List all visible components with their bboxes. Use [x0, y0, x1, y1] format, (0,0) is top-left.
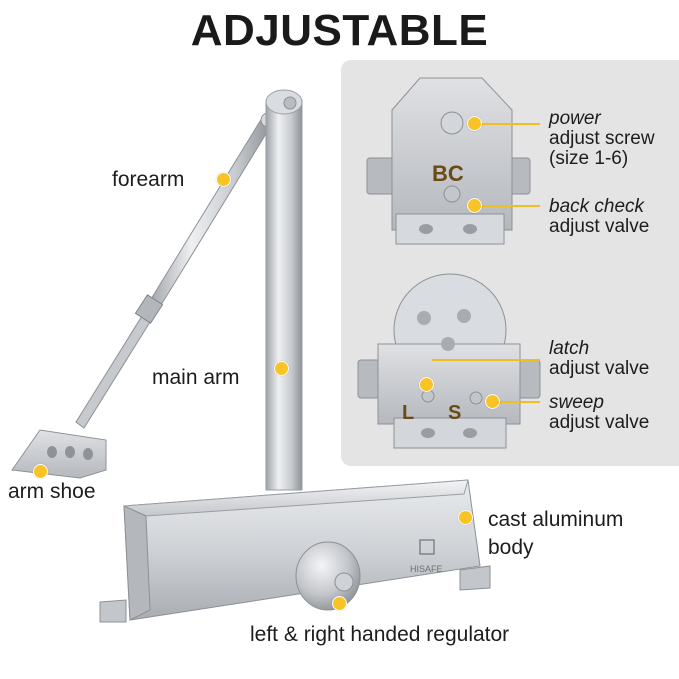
arm-shoe-label: arm shoe [8, 480, 96, 503]
backcheck-label-line2: adjust valve [549, 216, 650, 237]
latch-label-line2: adjust valve [549, 358, 650, 379]
closer-head-bottom: L S [357, 273, 541, 449]
regulator-marker-dot [332, 596, 347, 611]
body-label-line1: cast aluminum [488, 508, 624, 531]
s-valve-mark: S [448, 402, 461, 424]
latch-label-text: latch [549, 338, 590, 359]
power-marker-dot [467, 116, 482, 131]
forearm-label: forearm [112, 168, 185, 191]
brand-mark: HISAFE [410, 564, 443, 574]
regulator-knob [295, 541, 361, 611]
backcheck-marker-dot [467, 198, 482, 213]
latch-marker-dot [419, 377, 434, 392]
power-label-line1: power [549, 108, 601, 129]
arm-shoe-marker-dot [33, 464, 48, 479]
closer-body: HISAFE [99, 479, 491, 623]
power-label-text: power [549, 108, 601, 129]
latch-leader [432, 359, 540, 361]
sweep-label-line2: adjust valve [549, 412, 650, 433]
main-arm-marker-dot [274, 361, 289, 376]
sweep-marker-dot [485, 394, 500, 409]
page-title: ADJUSTABLE [190, 6, 489, 55]
sweep-label-text: sweep [549, 392, 604, 413]
regulator-label: left & right handed regulator [250, 623, 510, 646]
sweep-label-line1: sweep [549, 392, 604, 413]
latch-label-line1: latch [549, 338, 589, 359]
closer-head-top: BC [366, 77, 531, 245]
main-arm [265, 89, 303, 491]
main-arm-label: main arm [152, 366, 240, 389]
sweep-leader [496, 401, 540, 403]
power-label-line2: adjust screw [549, 128, 655, 149]
power-leader [480, 123, 540, 125]
body-marker-dot [458, 510, 473, 525]
backcheck-label-line1: back check [549, 196, 644, 217]
forearm-marker-dot [216, 172, 231, 187]
bc-valve-mark: BC [432, 161, 464, 186]
backcheck-leader [480, 205, 540, 207]
l-valve-mark: L [402, 402, 414, 424]
arm-shoe-part [11, 429, 107, 479]
power-label-line3: (size 1-6) [549, 148, 629, 169]
backcheck-label-text: back check [549, 196, 645, 217]
body-label-line2: body [488, 536, 534, 559]
